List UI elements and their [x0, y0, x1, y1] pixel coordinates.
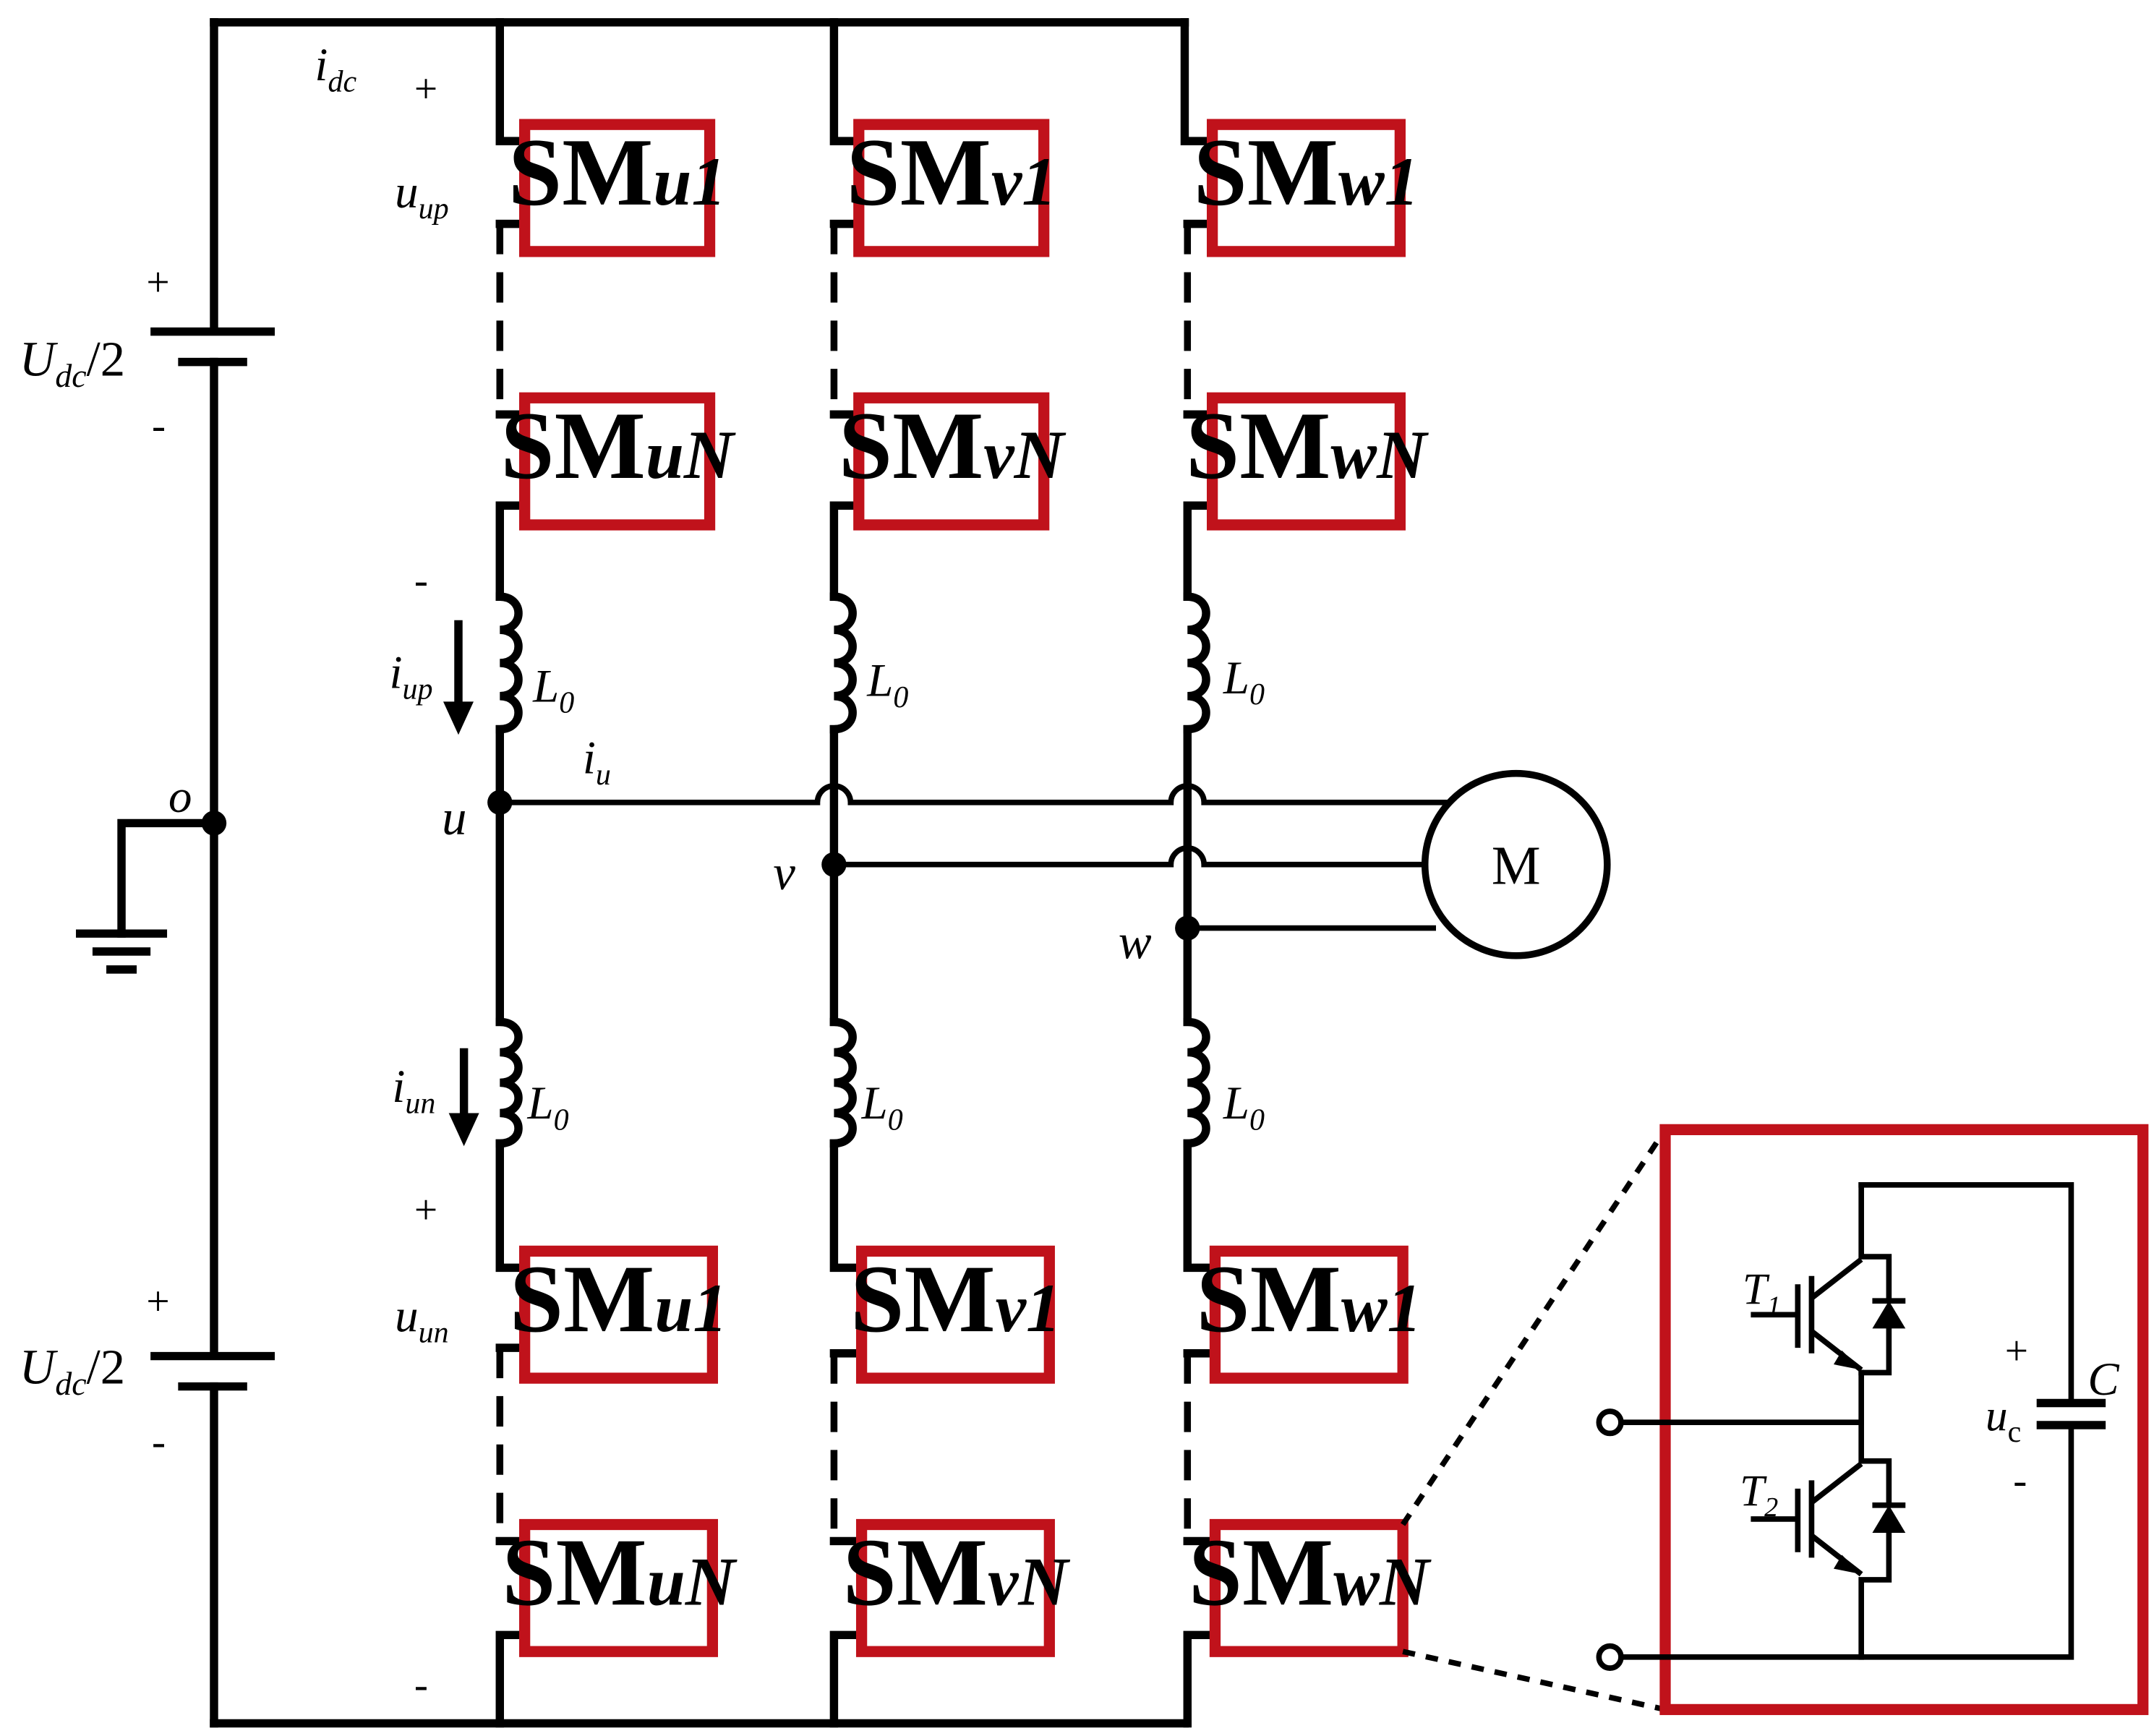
- label-plus-capacitor: +: [2005, 1328, 2028, 1374]
- submodule-v-top-N: SMvN: [839, 392, 1067, 531]
- submodule-u-bot-N: SMuN: [502, 1518, 738, 1657]
- label-l0-v-upper: L0: [866, 655, 908, 714]
- svg-text:SMw1: SMw1: [1194, 119, 1419, 226]
- label-i-up: iup: [390, 646, 433, 706]
- label-udc-upper: Udc/2: [20, 332, 125, 394]
- submodule-detail: [1596, 1124, 2149, 1716]
- label-i-dc: idc: [315, 39, 356, 98]
- label-minus-source-lower: -: [152, 1419, 166, 1465]
- label-minus-capacitor: -: [2013, 1458, 2027, 1504]
- label-node-u: u: [442, 790, 466, 845]
- svg-text:SMv1: SMv1: [846, 119, 1056, 226]
- submodule-u-bot-1: SMu1: [510, 1245, 727, 1384]
- svg-text:SMv1: SMv1: [850, 1245, 1061, 1352]
- node-u-dot: [487, 790, 513, 815]
- igbt-t2: [1751, 1461, 1863, 1577]
- label-udc-lower: Udc/2: [20, 1340, 125, 1402]
- svg-text:SMu1: SMu1: [510, 1245, 727, 1352]
- node-v-dot: [821, 852, 847, 877]
- ground-symbol: [76, 818, 218, 974]
- submodule-v-bot-N: SMvN: [843, 1518, 1071, 1657]
- dc-bus: [210, 18, 1189, 1728]
- svg-text:SMw1: SMw1: [1196, 1245, 1422, 1352]
- label-plus-source-lower: +: [146, 1278, 169, 1324]
- ac-line-u: [500, 783, 1448, 805]
- label-node-w: w: [1119, 915, 1152, 970]
- svg-text:SMu1: SMu1: [508, 119, 726, 226]
- node-o-dot: [201, 811, 227, 836]
- label-i-un: iun: [392, 1061, 435, 1120]
- igbt-t1: [1751, 1257, 1863, 1372]
- label-minus-lower-arm: -: [414, 1662, 428, 1708]
- svg-text:SMuN: SMuN: [500, 392, 736, 499]
- svg-text:SMwN: SMwN: [1189, 1518, 1432, 1625]
- zoom-connector: [1400, 1128, 1668, 1713]
- label-t1: T1: [1743, 1265, 1781, 1321]
- submodule-u-top-1: SMu1: [508, 119, 726, 257]
- submodule-w-bot-1: SMw1: [1196, 1245, 1422, 1384]
- label-u-up: uup: [395, 166, 448, 226]
- label-i-u: iu: [583, 732, 611, 792]
- label-node-v: v: [773, 845, 795, 900]
- label-node-o: o: [168, 771, 192, 823]
- label-u-un: uun: [395, 1290, 448, 1349]
- label-minus-source-upper: -: [152, 403, 166, 449]
- svg-text:SMvN: SMvN: [843, 1518, 1071, 1625]
- node-w-dot: [1175, 915, 1200, 941]
- label-l0-u-upper: L0: [532, 660, 574, 719]
- label-uc: uc: [1986, 1393, 2021, 1449]
- diode-d1: [1872, 1298, 1906, 1329]
- terminal-top: [1596, 1408, 1624, 1437]
- submodule-w-bot-N: SMwN: [1189, 1518, 1432, 1657]
- submodule-w-top-1: SMw1: [1194, 119, 1419, 257]
- motor-circle: [1421, 769, 1611, 959]
- label-l0-u-lower: L0: [526, 1077, 568, 1137]
- label-plus-lower-arm: +: [414, 1187, 437, 1233]
- svg-text:SMwN: SMwN: [1186, 392, 1429, 499]
- dc-source-upper: [150, 327, 275, 367]
- motor-label: M: [1492, 834, 1541, 896]
- svg-text:SMuN: SMuN: [502, 1518, 738, 1625]
- terminal-bottom: [1596, 1643, 1624, 1671]
- label-t2: T2: [1740, 1467, 1778, 1523]
- ac-line-v: [834, 845, 1425, 868]
- svg-text:SMvN: SMvN: [839, 392, 1067, 499]
- capacitor-c: [2036, 1398, 2106, 1429]
- arrow-i-un: [448, 1048, 479, 1147]
- label-l0-v-lower: L0: [861, 1077, 903, 1137]
- submodule-v-top-1: SMv1: [846, 119, 1056, 257]
- diode-d2: [1872, 1502, 1906, 1533]
- label-plus-source-upper: +: [146, 260, 169, 305]
- submodule-v-bot-1: SMv1: [850, 1245, 1061, 1384]
- submodule-u-top-N: SMuN: [500, 392, 736, 531]
- submodule-w-top-N: SMwN: [1186, 392, 1429, 531]
- label-l0-w-lower: L0: [1223, 1077, 1265, 1137]
- arrow-i-up: [443, 620, 474, 735]
- label-plus-upper-arm: +: [414, 67, 437, 112]
- label-l0-w-upper: L0: [1223, 652, 1265, 711]
- dc-source-lower: [150, 1351, 275, 1391]
- label-minus-upper-arm: -: [414, 557, 428, 603]
- label-capacitor-c: C: [2087, 1354, 2119, 1406]
- phase-leg-u: [495, 18, 529, 1728]
- phase-leg-w: [1180, 18, 1220, 1728]
